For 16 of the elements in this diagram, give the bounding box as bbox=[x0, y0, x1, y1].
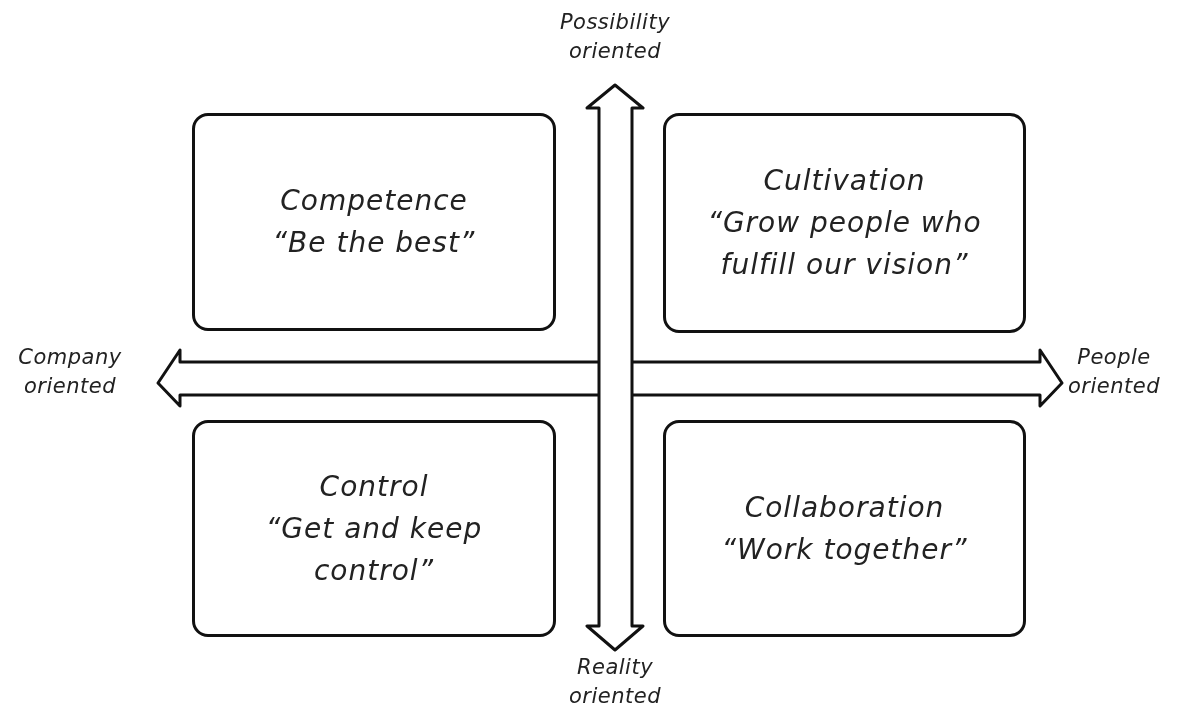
quadrant-box bbox=[192, 113, 556, 331]
quadrant-motto: “Get and keep control” bbox=[264, 510, 484, 589]
quadrant-title: Control bbox=[319, 468, 429, 505]
quadrant-title: Collaboration bbox=[744, 489, 945, 526]
axis-label: Company oriented bbox=[17, 344, 123, 400]
axis-label: People oriented bbox=[1067, 344, 1161, 400]
quadrant-box bbox=[663, 420, 1026, 637]
axis-label: Reality oriented bbox=[568, 654, 662, 710]
quadrant-box bbox=[192, 420, 556, 637]
quadrant-motto: “Be the best” bbox=[272, 225, 476, 261]
quadrant-motto: “Grow people who fulfill our vision” bbox=[706, 205, 983, 283]
quadrant-title: Cultivation bbox=[763, 163, 926, 199]
axis-label: Possibility oriented bbox=[558, 9, 672, 65]
quadrant-box bbox=[663, 113, 1026, 333]
quadrant-title: Competence bbox=[280, 183, 468, 219]
quadrant-motto: “Work together” bbox=[721, 531, 968, 568]
